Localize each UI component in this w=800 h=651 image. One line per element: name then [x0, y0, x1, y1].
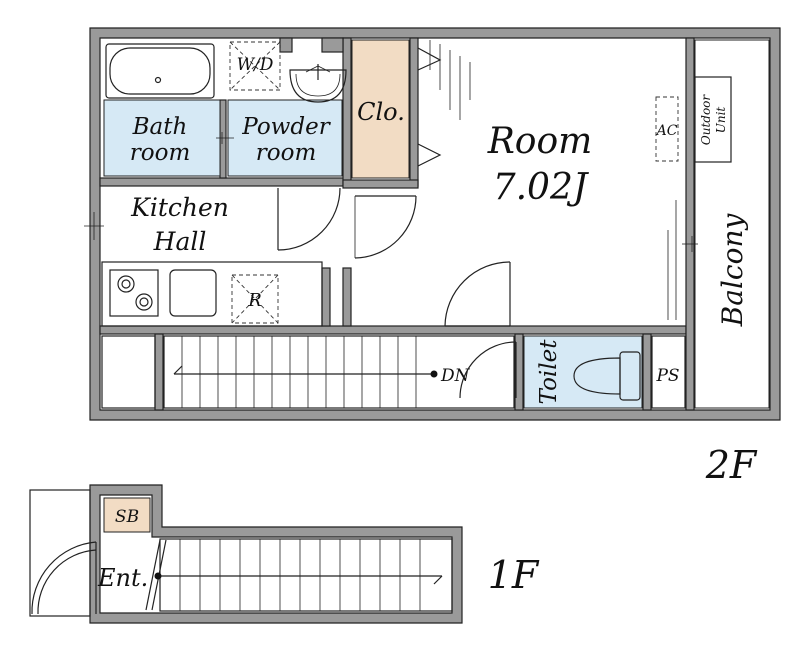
closet-label: Clo.: [357, 98, 405, 126]
bath-room-label-line2: room: [130, 140, 191, 166]
entrance-label: Ent.: [97, 564, 148, 592]
stairs-1f: [145, 538, 453, 612]
stairs-down-label: DN: [440, 366, 471, 386]
closet-door-icon: [417, 47, 442, 167]
balcony-label: Balcony: [716, 213, 749, 328]
switchboard-label: SB: [115, 507, 139, 527]
outdoor-unit-label-line2: Unit: [714, 107, 728, 134]
hall-door-icon: [459, 341, 517, 399]
kitchen-counter: [101, 261, 323, 327]
bath-room-floor: [103, 99, 221, 177]
powder-room-door-icon: [277, 187, 341, 251]
kitchen-label-line2: Hall: [153, 227, 207, 256]
interior-walls-2f: [99, 37, 695, 411]
balcony-window-icon: [682, 236, 698, 252]
floor-1f-label: 1F: [488, 553, 540, 597]
stove-icon: [109, 269, 159, 317]
outdoor-unit-icon: Outdoor Unit: [694, 76, 732, 163]
sink-icon: [169, 269, 217, 317]
switchboard-box: [103, 497, 151, 533]
air-conditioner-icon: AC: [655, 96, 679, 162]
room-size-label: 7.02J: [493, 167, 590, 208]
toilet-door-icon: [444, 261, 511, 327]
window-icon: [84, 212, 104, 240]
bathtub-icon: [105, 43, 215, 99]
wall-switch-icon: [216, 132, 234, 144]
powder-room-label-line2: room: [256, 140, 317, 166]
bath-room-label: Bath: [132, 114, 188, 140]
room-hatch: [429, 40, 677, 320]
refrigerator-label: R: [247, 290, 262, 311]
ps-shaft: [651, 335, 686, 409]
toilet-label: Toilet: [536, 339, 562, 405]
floor-2f-label: 2F: [705, 443, 758, 487]
entrance-door-icon: [29, 489, 97, 617]
storage-closet: [101, 335, 156, 409]
outer-wall-2f: [89, 27, 781, 421]
balcony-floor: [694, 39, 770, 409]
stairs-2f: DN: [163, 335, 515, 409]
wd-label: W/D: [237, 55, 274, 75]
washbasin-icon: [289, 64, 347, 103]
floor-2f: Bath room W/D Powder room Clo.: [84, 27, 781, 487]
outdoor-unit-label: Outdoor: [699, 94, 713, 146]
washer-dryer-space: W/D: [229, 41, 281, 91]
closet-floor: [351, 39, 410, 179]
refrigerator-space: R: [231, 274, 279, 324]
toilet-bowl-icon: [573, 351, 641, 401]
room-label: Room: [487, 121, 593, 162]
ac-label: AC: [655, 123, 678, 139]
ps-label: PS: [655, 366, 679, 386]
floor-1f: SB Ent.: [29, 484, 540, 624]
powder-room-label: Powder: [241, 114, 331, 140]
outer-wall-1f: [89, 484, 463, 624]
room-door-icon: [354, 195, 417, 259]
toilet-floor: [523, 335, 643, 409]
kitchen-label: Kitchen: [130, 193, 229, 222]
